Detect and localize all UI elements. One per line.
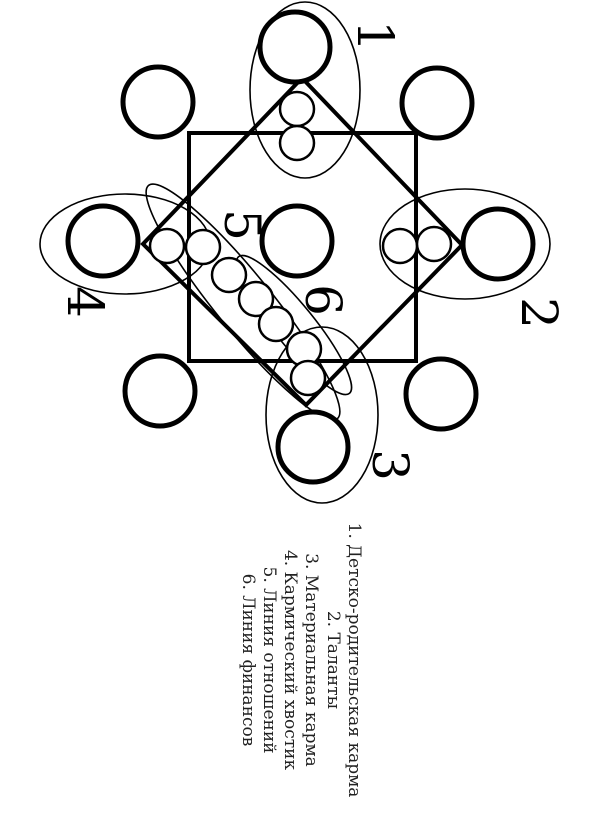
legend-item-4: 4. Кармический хвостик [280, 550, 300, 771]
circle-center [259, 203, 335, 279]
circle-top [257, 9, 333, 85]
legend-item-1: 1. Детско-родительская карма [344, 523, 364, 798]
zone-number-3: 3 [361, 449, 419, 481]
small-circle-diagonal-2 [237, 280, 275, 318]
circle-bottom-right [403, 356, 479, 432]
zone-number-5: 5 [213, 209, 271, 241]
circle-right [460, 206, 536, 282]
zone-2-ellipse [379, 188, 551, 300]
legend-item-2: 2. Таланты [323, 611, 343, 709]
small-circle-left-2 [184, 228, 222, 266]
inner-diamond [140, 75, 465, 408]
circle-bottom-left [122, 353, 198, 429]
zone-3-ellipse [265, 326, 379, 504]
zone-number-2: 2 [510, 297, 568, 329]
small-circle-top-1 [278, 90, 316, 128]
circle-bottom [275, 409, 351, 485]
legend: 1. Детско-родительская карма 2. Таланты … [238, 523, 364, 798]
small-circle-diagonal-3 [257, 305, 295, 343]
small-circle-left-1 [148, 227, 186, 265]
small-circle-diagonal-1 [210, 256, 248, 294]
zone-number-1: 1 [346, 20, 404, 52]
legend-item-3: 3. Материальная карма [301, 553, 321, 767]
zone-number-6: 6 [294, 284, 352, 316]
small-circle-top-2 [278, 124, 316, 162]
small-circle-right-1 [381, 227, 419, 265]
zone-1-ellipse [249, 1, 361, 179]
small-circle-diagonal-5 [289, 359, 327, 397]
circle-top-right [399, 65, 475, 141]
small-circle-right-2 [415, 225, 453, 263]
zone-number-4: 4 [56, 286, 114, 318]
legend-item-6: 6. Линия финансов [238, 574, 258, 747]
circle-left [65, 203, 141, 279]
circle-top-left [120, 64, 196, 140]
legend-item-5: 5. Линия отношений [259, 567, 279, 754]
